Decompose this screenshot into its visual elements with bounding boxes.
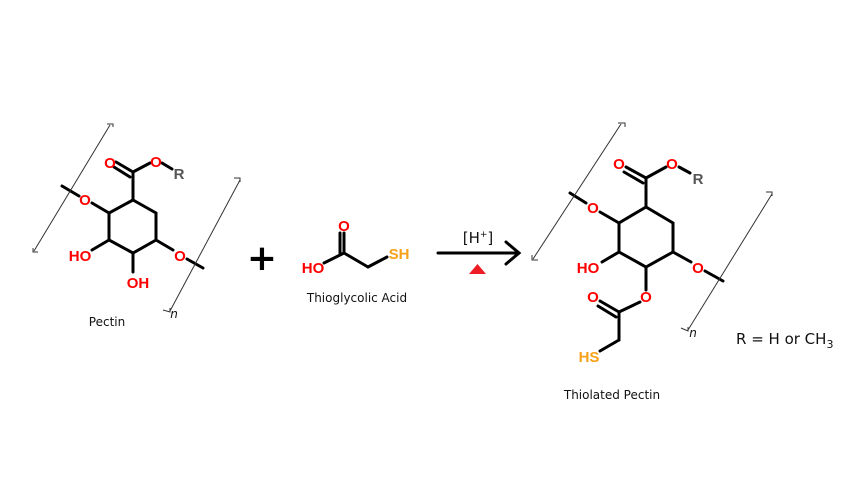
product-atom-ho: HO — [577, 260, 600, 277]
pectin-structure: O O R O HO OH O n Pectin — [32, 123, 241, 329]
pectin-atom-r: R — [174, 166, 185, 183]
product-atom-o-thio-carbonyl: O — [587, 289, 599, 306]
product-atom-o-carbonyl: O — [613, 156, 625, 173]
pectin-atom-o-right: O — [174, 248, 186, 265]
pectin-label: Pectin — [89, 315, 125, 329]
catalyst-label: [H+] — [463, 229, 494, 247]
product-repeat-n: n — [689, 326, 697, 340]
thioglycolic-acid-structure: O HO SH Thioglycolic Acid — [302, 218, 410, 305]
product-bonds — [568, 165, 725, 353]
pectin-atom-o-carbonyl: O — [104, 155, 116, 172]
pectin-brackets — [32, 123, 241, 313]
product-brackets — [531, 122, 773, 332]
pectin-atom-oh: OH — [127, 275, 150, 292]
heat-triangle-icon — [469, 264, 486, 274]
pectin-atom-o-ester: O — [150, 154, 162, 171]
thioglycolic-label: Thioglycolic Acid — [306, 291, 407, 305]
r-group-legend: R = H or CH3 — [736, 330, 833, 351]
thioglycolic-atom-sh: SH — [389, 246, 410, 263]
thiolated-pectin-structure: O O R O HO O O HS O n Thiolated Pectin — [531, 122, 773, 402]
pectin-repeat-n: n — [170, 307, 178, 321]
reaction-arrow: [H+] — [436, 229, 522, 274]
product-label: Thiolated Pectin — [563, 388, 660, 402]
thioglycolic-atom-ho: HO — [302, 260, 325, 277]
product-atom-o-left: O — [587, 200, 599, 217]
product-atom-r: R — [693, 171, 704, 188]
product-atom-o-right: O — [692, 260, 704, 277]
thioglycolic-atom-o: O — [338, 218, 350, 235]
pectin-bonds — [60, 160, 205, 274]
product-atom-o-ester: O — [666, 156, 678, 173]
product-atom-hs: HS — [579, 349, 600, 366]
plus-sign: + — [247, 238, 277, 279]
pectin-atom-o-left: O — [79, 192, 91, 209]
product-atom-o-link: O — [640, 289, 652, 306]
pectin-atom-ho: HO — [69, 248, 92, 265]
thioglycolic-bonds — [322, 231, 389, 269]
